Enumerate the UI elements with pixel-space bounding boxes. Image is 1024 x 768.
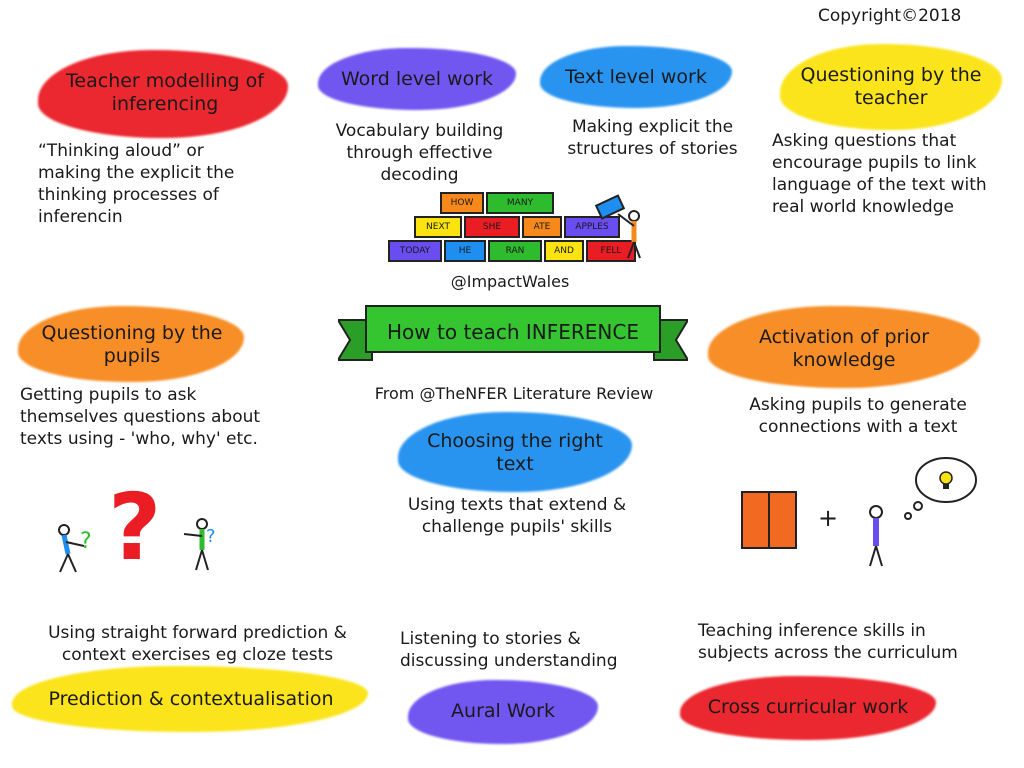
- prior-knowledge-heading: Activation of prior knowledge: [758, 326, 930, 371]
- prior-knowledge-body: Asking pupils to generate connections wi…: [749, 395, 967, 437]
- purple-highlight: [408, 680, 598, 744]
- purple-highlight: [318, 48, 516, 110]
- block-word: HOW: [440, 192, 484, 214]
- choosing-text-heading: Choosing the right text: [427, 430, 603, 475]
- banner-title: How to teach INFERENCE: [387, 320, 639, 344]
- thinking-person-icon: [869, 457, 977, 567]
- questioning-pupils-body: Getting pupils to ask themselves questio…: [20, 385, 261, 449]
- blue-highlight: [398, 412, 632, 492]
- word-level-heading: Word level work: [340, 68, 494, 90]
- aural-heading: Aural Work: [451, 700, 555, 722]
- teacher-modelling-body: “Thinking aloud” or making the explicit …: [38, 141, 235, 227]
- block-word: FELL: [586, 240, 636, 262]
- copyright-text: Copyright©2018: [818, 6, 962, 26]
- orange-highlight: [18, 306, 244, 382]
- text-level-heading: Text level work: [565, 66, 707, 88]
- block-word: AND: [544, 240, 584, 262]
- center-banner: [338, 305, 688, 361]
- svg-text:?: ?: [206, 526, 216, 547]
- choosing-text-body: Using texts that extend & challenge pupi…: [407, 495, 627, 537]
- person-with-block-icon: [594, 194, 641, 259]
- word-blocks-illustration: HOW MANY NEXT SHE ATE APPLES TODAY HE RA…: [388, 192, 650, 266]
- text-level-body: Making explicit the structures of storie…: [567, 117, 738, 159]
- block-word: APPLES: [564, 216, 620, 238]
- person-icon: ?: [58, 524, 92, 573]
- prediction-heading: Prediction & contextualisation: [48, 688, 334, 710]
- orange-highlight: [708, 306, 980, 388]
- red-highlight: [680, 676, 936, 740]
- cross-curricular-body: Teaching inference skills in subjects ac…: [698, 621, 958, 663]
- questioning-pupils-heading: Questioning by the pupils: [41, 322, 223, 367]
- questioning-teacher-body: Asking questions that encourage pupils t…: [772, 131, 987, 217]
- yellow-highlight: [12, 666, 368, 732]
- yellow-highlight: [780, 44, 1002, 130]
- aural-body: Listening to stories & discussing unders…: [400, 629, 618, 671]
- block-word: ATE: [522, 216, 562, 238]
- block-word: HE: [444, 240, 486, 262]
- plus-icon: +: [818, 504, 839, 532]
- word-level-body: Vocabulary building through effective de…: [335, 121, 504, 185]
- block-word: RAN: [488, 240, 542, 262]
- block-word: NEXT: [414, 216, 462, 238]
- red-highlight: [38, 50, 288, 138]
- block-word: SHE: [464, 216, 520, 238]
- person-icon: ?: [183, 518, 216, 571]
- prediction-body: Using straight forward prediction & cont…: [48, 623, 347, 665]
- question-illustration: ? ? ?: [50, 480, 230, 584]
- block-word: TODAY: [388, 240, 442, 262]
- questioning-teacher-heading: Questioning by the teacher: [800, 64, 982, 109]
- svg-text:?: ?: [80, 529, 92, 554]
- teacher-modelling-heading: Teacher modelling of inferencing: [66, 70, 264, 115]
- source-text: From @TheNFER Literature Review: [374, 384, 654, 403]
- blue-highlight: [540, 46, 732, 108]
- book-icon: [741, 491, 797, 549]
- book-thinking-illustration: +: [730, 452, 980, 572]
- big-question-mark-icon: ?: [108, 474, 162, 581]
- impact-wales-handle: @ImpactWales: [450, 272, 570, 291]
- cross-curricular-heading: Cross curricular work: [707, 696, 909, 718]
- block-word: MANY: [486, 192, 554, 214]
